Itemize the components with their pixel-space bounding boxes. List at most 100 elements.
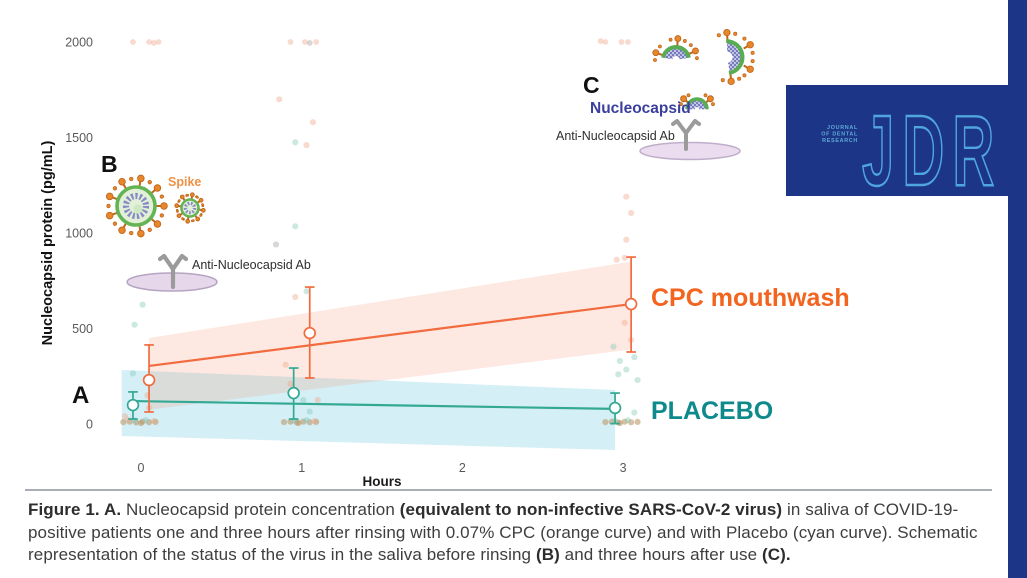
y-tick-label: 0 <box>86 418 93 432</box>
jitter-point <box>621 418 628 425</box>
caption-segment: (B) <box>535 545 560 564</box>
jitter-point <box>602 39 609 45</box>
caption-segment: in saliva of COVID-19-positive patients … <box>28 500 978 564</box>
mean-point <box>303 326 316 340</box>
cpc-series-label: CPC mouthwash <box>651 284 850 312</box>
jitter-point <box>631 354 638 361</box>
mean-point <box>624 297 638 311</box>
placebo-series-label: PLACEBO <box>651 397 773 425</box>
jitter-point <box>628 419 635 426</box>
jitter-point <box>155 39 162 45</box>
illustration-b-intact-virus: Spike Anti-Nucleocapsid Ab <box>105 174 311 292</box>
y-tick-label: 2000 <box>65 36 93 50</box>
mean-point <box>142 373 156 387</box>
jitter-point <box>303 142 310 149</box>
jitter-point <box>625 39 631 45</box>
jitter-point <box>276 96 283 103</box>
jitter-point <box>120 418 127 426</box>
trend-lines <box>132 302 632 411</box>
caption-segment: Figure 1. A. <box>28 500 126 519</box>
jitter-point <box>624 417 632 424</box>
jitter-point <box>126 418 133 425</box>
jitter-point <box>146 39 152 45</box>
mean-point <box>126 398 140 412</box>
x-axis-title: Hours <box>362 474 401 489</box>
jitter-point <box>292 223 299 230</box>
jitter-point <box>621 319 628 326</box>
mean-points <box>126 297 638 415</box>
mean-point <box>608 401 622 415</box>
caption-divider <box>25 489 992 491</box>
jitter-point <box>314 397 321 404</box>
logo-line-3: RESEARCH <box>822 138 858 144</box>
jitter-point <box>621 254 628 261</box>
jdr-journal-logo: JOURNAL OF DENTAL RESEARCH JDR <box>786 85 1010 208</box>
jitter-point <box>280 418 288 426</box>
jitter-point <box>129 370 137 377</box>
jitter-point <box>616 357 623 365</box>
virus-fragment-icon <box>652 35 699 62</box>
jitter-point <box>610 343 617 350</box>
x-tick-label: 0 <box>138 461 145 475</box>
illustration-c-broken-virus: Nucleocapsid Anti-Nucleocapsid Ab <box>556 28 755 161</box>
jitter-point <box>602 418 609 426</box>
jitter-point <box>287 418 294 425</box>
antibody-y-icon-b <box>157 253 189 290</box>
jitter-point <box>615 371 622 378</box>
antibody-y-icon-c <box>671 119 701 151</box>
jitter-point <box>623 193 630 200</box>
jitter-point <box>139 301 146 308</box>
jitter-point <box>616 419 623 427</box>
jitter-point <box>303 288 310 295</box>
virus-fragment-icon <box>679 93 715 111</box>
logo-line-2: OF DENTAL <box>821 132 858 138</box>
jitter-point <box>631 409 638 416</box>
virus-small-icon <box>174 192 206 224</box>
panel-a-label: A <box>72 382 89 409</box>
jitter-point <box>302 39 308 45</box>
mean-point <box>287 386 300 400</box>
y-axis-title: Nucleocapsid protein (pg/mL) <box>40 141 56 346</box>
logo-line-1: JOURNAL <box>827 125 858 131</box>
spike-label: Spike <box>168 175 201 189</box>
jitter-point <box>618 39 625 45</box>
jitter-point <box>133 419 140 426</box>
jitter-point <box>130 39 136 45</box>
assay-plate-c <box>639 141 741 161</box>
logo-acronym: JDR <box>862 96 1002 196</box>
x-tick-label: 3 <box>620 461 627 475</box>
jitter-points <box>120 38 641 427</box>
jitter-point <box>121 413 129 420</box>
nucleocapsid-label: Nucleocapsid <box>590 100 691 117</box>
jitter-point <box>634 418 641 425</box>
jitter-point <box>306 408 313 415</box>
jitter-point <box>131 321 138 328</box>
jitter-point <box>282 361 289 368</box>
jitter-point <box>306 40 313 46</box>
jitter-point <box>300 397 307 404</box>
jitter-point <box>597 38 604 44</box>
x-tick-label: 2 <box>459 461 466 475</box>
caption-segment: and three hours after use <box>559 545 762 564</box>
jitter-point <box>313 39 320 45</box>
jitter-point <box>292 139 299 146</box>
jitter-point <box>634 376 641 384</box>
jitter-point <box>613 256 620 263</box>
jitter-point <box>300 418 307 425</box>
side-accent-stripe <box>1008 0 1027 578</box>
jitter-point <box>306 419 313 426</box>
confidence-band <box>121 369 616 450</box>
jitter-point <box>150 418 157 425</box>
jitter-point <box>137 419 145 427</box>
trend-line <box>148 302 632 368</box>
caption-segment: Nucleocapsid protein concentration <box>125 500 400 519</box>
jitter-point <box>152 418 159 425</box>
jitter-point <box>272 241 280 248</box>
virus-fragment-icon <box>716 28 755 86</box>
panel-b-label: B <box>101 151 118 177</box>
trend-line <box>132 399 616 411</box>
anti-nucleocapsid-label-b: Anti-Nucleocapsid Ab <box>192 258 311 272</box>
